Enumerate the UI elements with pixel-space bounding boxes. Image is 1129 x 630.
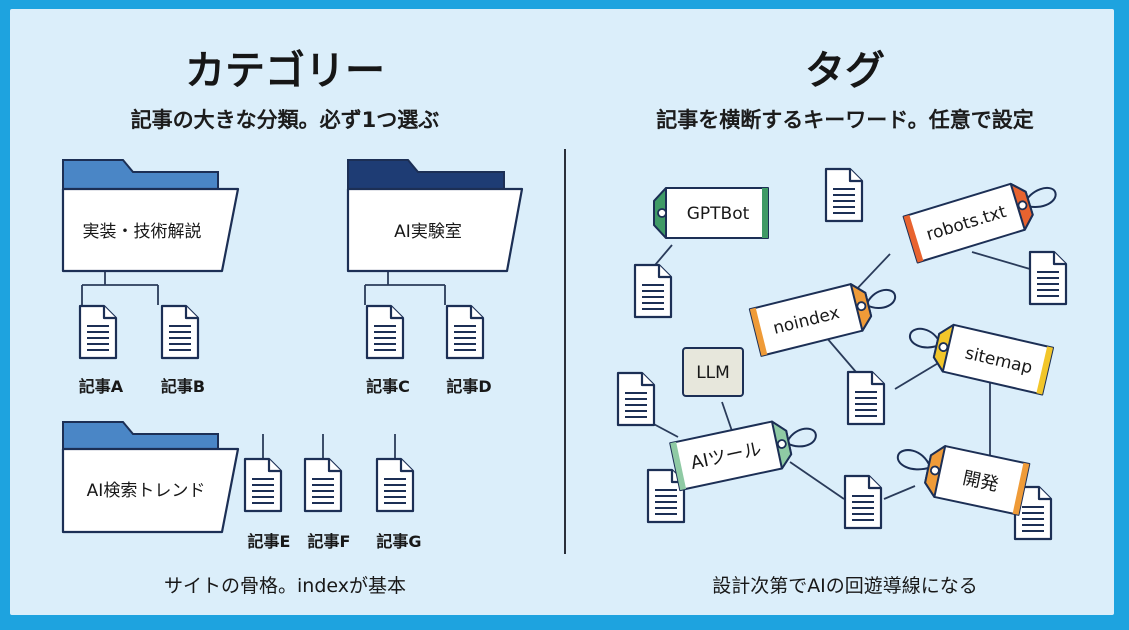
tag-footer: 設計次第でAIの回遊導線になる	[712, 575, 978, 597]
diagram-panel: カテゴリー 記事の大きな分類。必ず1つ選ぶ 実装・技術解説 AI実験室 AI検索…	[10, 9, 1114, 615]
folder-label: AI検索トレンド	[87, 481, 206, 501]
folder-ai-search-trend[interactable]: AI検索トレンド	[61, 421, 240, 534]
tag-gptbot[interactable]: GPTBot	[653, 187, 769, 239]
article-label: 記事E	[248, 532, 291, 551]
document-icon	[78, 304, 118, 360]
article-label: 記事F	[308, 532, 351, 551]
document-icon	[375, 457, 415, 513]
folder-jisso[interactable]: 実装・技術解説	[61, 159, 240, 273]
tag-llm[interactable]: LLM	[682, 347, 744, 397]
article-label: 記事B	[161, 377, 205, 396]
document-icon	[633, 263, 673, 319]
category-footer: サイトの骨格。indexが基本	[164, 575, 406, 597]
category-connectors	[81, 271, 446, 458]
tag-label: GPTBot	[687, 204, 750, 224]
tag-sitemap[interactable]: sitemap	[904, 316, 1055, 396]
document-icon	[243, 457, 283, 513]
tag-robots-txt[interactable]: robots.txt	[902, 172, 1064, 264]
folder-label: 実装・技術解説	[83, 222, 202, 242]
article-label: 記事A	[79, 377, 124, 396]
document-icon	[846, 370, 886, 426]
document-icon	[843, 474, 883, 530]
category-subtitle: 記事の大きな分類。必ず1つ選ぶ	[131, 108, 440, 132]
category-title: カテゴリー	[185, 48, 385, 94]
tag-title: タグ	[805, 48, 885, 94]
tag-kaihatsu[interactable]: 開発	[891, 437, 1031, 516]
folder-label: AI実験室	[394, 222, 462, 242]
document-icon	[616, 371, 656, 427]
document-icon	[824, 167, 864, 223]
tag-ai-tool[interactable]: AIツール	[669, 413, 821, 492]
diagram-canvas: カテゴリー 記事の大きな分類。必ず1つ選ぶ 実装・技術解説 AI実験室 AI検索…	[61, 48, 1068, 597]
document-icon	[303, 457, 343, 513]
document-icon	[365, 304, 405, 360]
article-label: 記事G	[376, 532, 421, 551]
tag-subtitle: 記事を横断するキーワード。任意で設定	[656, 108, 1034, 132]
document-icon	[445, 304, 485, 360]
article-label: 記事C	[366, 377, 410, 396]
document-icon	[160, 304, 200, 360]
tag-noindex[interactable]: noindex	[748, 274, 901, 357]
document-icon	[1028, 250, 1068, 306]
folder-ai-lab[interactable]: AI実験室	[346, 159, 524, 273]
article-label: 記事D	[446, 377, 491, 396]
tag-label: LLM	[696, 363, 730, 383]
